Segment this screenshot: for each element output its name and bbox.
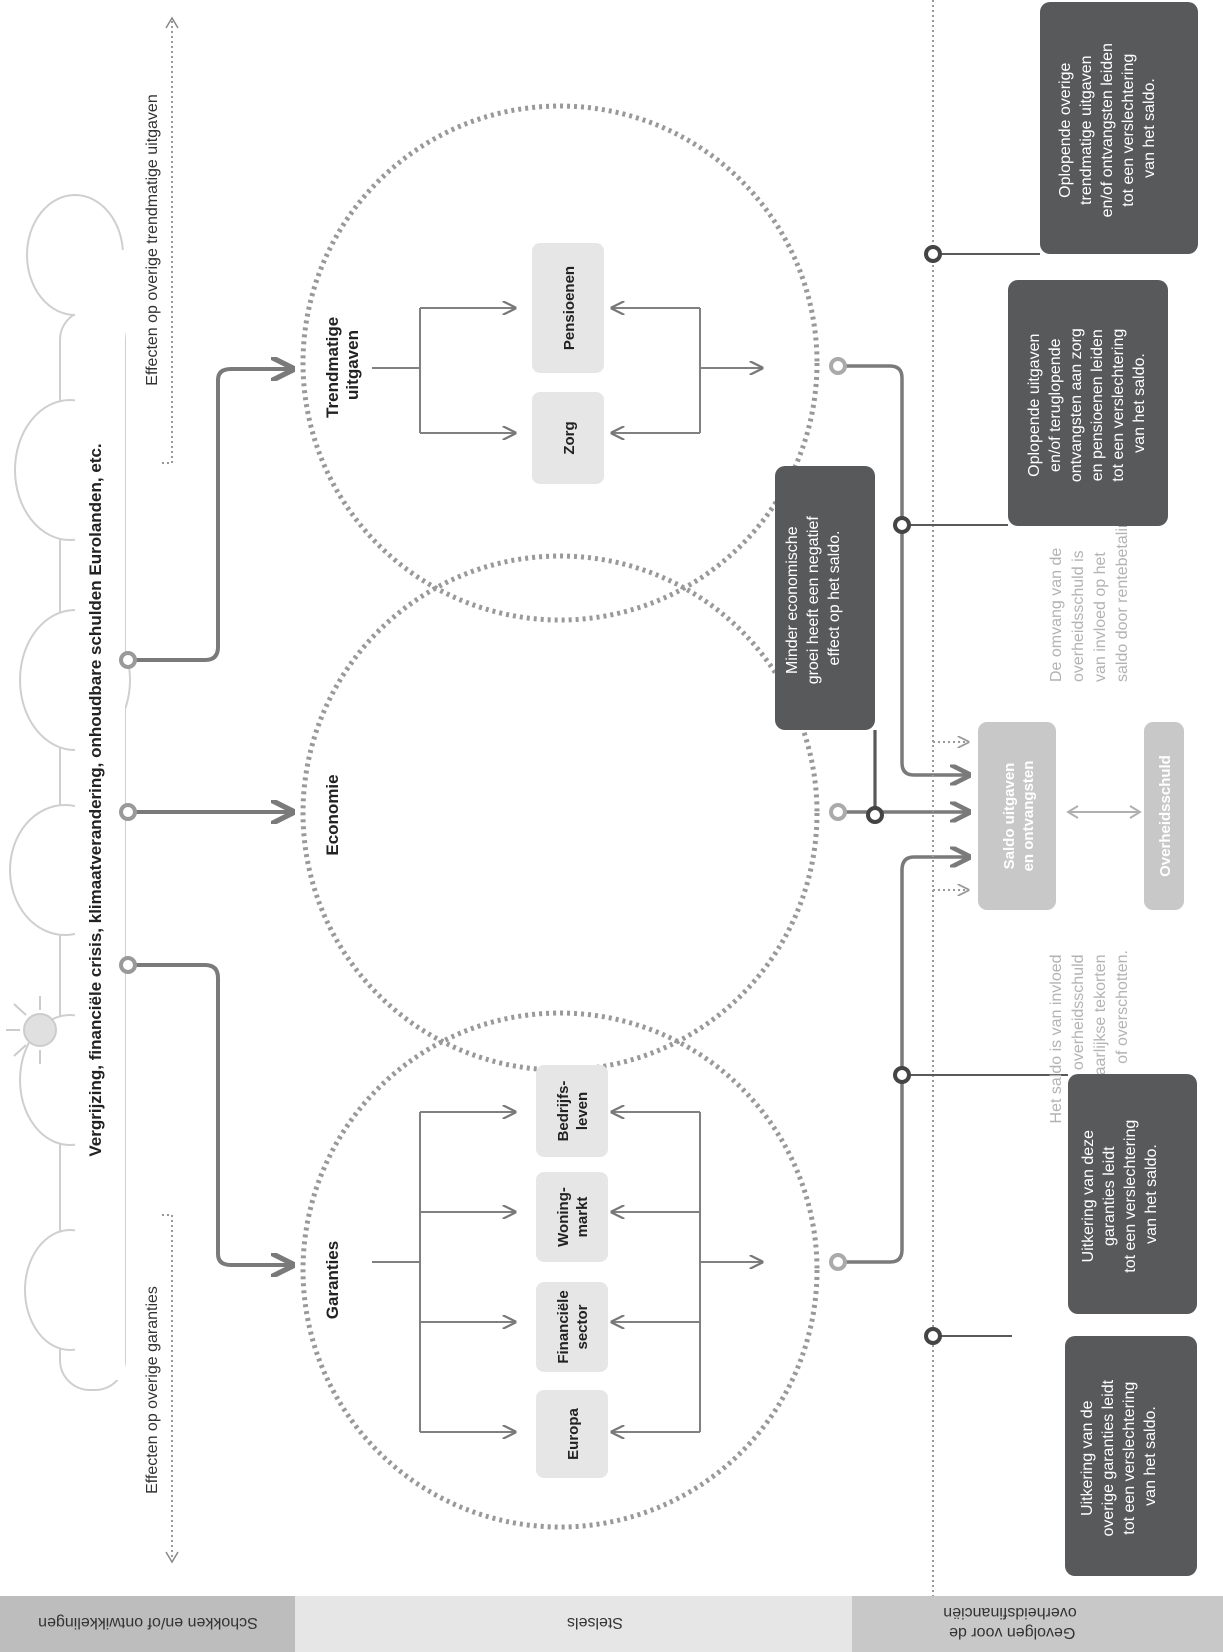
saldo-connector-dots — [829, 357, 847, 1271]
bottom-bar-consequences: Gevolgen voor de overheidsfinanciën — [943, 1604, 1076, 1641]
item-box-financiele-sector — [536, 1282, 608, 1372]
economy-circle — [300, 553, 820, 1073]
callout-box-1 — [1065, 1336, 1197, 1576]
guarantees-tree — [372, 1112, 762, 1432]
shock-cloud — [9, 194, 131, 1391]
callout-1-text: Uitkering van de overige garanties leidt… — [1079, 1376, 1159, 1537]
bottom-bar: Schokken en/of ontwikkelingen Stelsels G… — [0, 1596, 1223, 1652]
item-pensioenen: Pensioenen — [561, 266, 578, 350]
economy-title: Economie — [323, 774, 342, 855]
item-bedrijfsleven: Bedrijfs-leven — [555, 1081, 591, 1142]
callout-box-5 — [1040, 2, 1198, 254]
saldo-box — [978, 722, 1056, 910]
item-zorg: Zorg — [561, 421, 578, 454]
effects-trend-label: Effecten op overige trendmatige uitgaven — [144, 94, 161, 385]
debt-box — [1144, 722, 1184, 910]
callout-box-4 — [1008, 280, 1168, 526]
saldo-debt-arrows — [1066, 805, 1142, 819]
effects-trend-indicator — [162, 16, 179, 464]
callout-4-text: Oplopende uitgaven en/of teruglopende on… — [1026, 324, 1148, 482]
callout-connectors — [874, 253, 1068, 1337]
guarantees-circle — [300, 1010, 820, 1530]
bottom-bar-systems: Stelsels — [567, 1614, 623, 1631]
callout-box-3 — [775, 466, 875, 730]
item-box-europa — [536, 1390, 608, 1478]
item-europa: Europa — [565, 1408, 582, 1460]
trend-tree — [372, 308, 762, 433]
item-woningmarkt: Woning-markt — [555, 1187, 591, 1247]
callout-3-text: Minder economische groei heeft een negat… — [784, 512, 843, 685]
shock-banner-text: Vergrijzing, financiële crisis, klimaatv… — [86, 443, 105, 1156]
item-box-bedrijfsleven — [536, 1065, 608, 1157]
cloud-connectors — [130, 369, 290, 1265]
callout-5-text: Oplopende overige trendmatige uitgaven e… — [1057, 39, 1158, 218]
callout-boxes — [775, 2, 1198, 1576]
effects-guarantees-label: Effecten op overige garanties — [144, 1286, 161, 1494]
callout-dots — [866, 245, 942, 1345]
trend-items — [532, 243, 604, 484]
cloud-connector-dots — [119, 651, 137, 974]
item-box-woningmarkt — [536, 1172, 608, 1262]
right-note: De omvang van de overheidsschuld is van … — [1048, 488, 1131, 682]
trend-circle — [300, 103, 820, 623]
right-dotted-line — [932, 0, 967, 1596]
item-box-pensioenen — [532, 243, 604, 373]
trend-title: Trendmatige uitgaven — [323, 312, 362, 418]
system-circles — [300, 103, 820, 1530]
sun-icon — [6, 996, 57, 1064]
guarantees-items — [536, 1065, 608, 1478]
item-box-zorg — [532, 392, 604, 484]
effects-guarantees-indicator — [162, 1214, 179, 1564]
debt-box-text: Overheidsschuld — [1157, 755, 1174, 877]
callout-box-2 — [1068, 1074, 1197, 1314]
bottom-bar-shocks: Schokken en/of ontwikkelingen — [38, 1614, 258, 1631]
callout-2-text: Uitkering van deze garanties leidt tot e… — [1080, 1115, 1160, 1272]
guarantees-title: Garanties — [323, 1241, 342, 1319]
